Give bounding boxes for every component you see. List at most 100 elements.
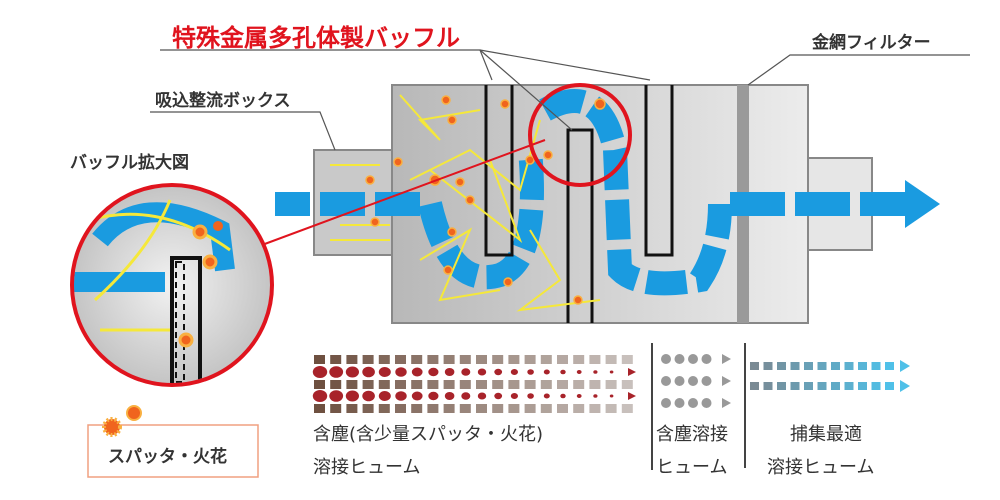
fume-particle (395, 404, 406, 413)
spatter-particle (411, 391, 423, 401)
dust-fume-particle (688, 354, 698, 364)
spark-icon (126, 405, 142, 421)
dust-fume-particle (688, 398, 698, 408)
clean-fume-particle (885, 362, 894, 370)
mid-fume-label-2: ヒューム (656, 457, 727, 478)
spatter-particle (329, 366, 344, 378)
fume-particle (589, 404, 601, 413)
spatter-particle (543, 393, 550, 399)
fume-particle (492, 355, 504, 364)
spatter-particle (312, 390, 328, 402)
fume-particle (411, 404, 423, 413)
fume-particle (540, 404, 552, 413)
clean-fume-particle (804, 362, 813, 370)
spatter-particle (593, 370, 598, 374)
clean-fume-label-2: 溶接ヒューム (767, 457, 874, 478)
zoom-focus-circle (528, 83, 632, 187)
spatter-particle (461, 368, 471, 376)
fume-particle (330, 380, 342, 389)
spatter-particle (527, 369, 534, 375)
flow-arrowhead (900, 360, 910, 372)
clean-fume-particle (790, 382, 800, 390)
fume-particle (508, 380, 520, 389)
fume-particle (524, 355, 536, 364)
fume-particle (557, 404, 568, 413)
clean-fume-particle (804, 382, 813, 390)
spatter-particle (362, 390, 375, 402)
magnified-view (70, 183, 274, 387)
zoom-link-line (261, 139, 546, 246)
spatter-particle (560, 369, 566, 375)
fume-particle (573, 404, 585, 413)
fume-particle (573, 355, 585, 364)
fume-particle (443, 404, 455, 413)
clean-fume-particle (885, 382, 894, 390)
baffle-label: 特殊金属多孔体製バッフル (172, 24, 460, 52)
spatter-particle (576, 394, 582, 398)
fume-particle (346, 404, 358, 413)
clean-fume-particle (844, 362, 854, 370)
fume-particle (492, 380, 504, 389)
flow-legend-marks (312, 354, 910, 413)
fume-particle (411, 355, 423, 364)
flow-arrowhead (900, 380, 910, 392)
fume-particle (524, 380, 536, 389)
clean-fume-particle (871, 362, 881, 370)
spatter-particle (527, 393, 534, 399)
fume-particle (314, 404, 325, 413)
fume-particle (621, 404, 633, 413)
clean-fume-particle (844, 382, 854, 390)
fume-particle (314, 380, 325, 389)
spatter-trajectories (330, 94, 601, 312)
clean-fume-particle (871, 382, 881, 390)
fume-particle (508, 404, 520, 413)
clean-fume-particle (777, 362, 786, 370)
fume-particle (459, 355, 471, 364)
fume-particle (378, 355, 390, 364)
fume-particle (427, 355, 439, 364)
clean-fume-particle (831, 362, 840, 370)
airflow (275, 89, 940, 296)
fume-particle (459, 380, 471, 389)
clean-fume-particle (763, 382, 773, 390)
fume-particle (621, 355, 633, 364)
dusty-fume-label-2: 溶接ヒューム (313, 457, 420, 478)
leader-lines (150, 49, 970, 151)
clean-fume-particle (858, 362, 867, 370)
fume-particle (540, 355, 552, 364)
fume-particle (346, 380, 358, 389)
dust-fume-particle (701, 376, 712, 386)
dust-fume-particle (674, 354, 685, 364)
clean-fume-label-1: 捕集最適 (790, 424, 862, 445)
dust-fume-particle (661, 376, 671, 386)
flow-arrowhead (722, 398, 731, 408)
fume-particle (621, 380, 633, 389)
spatter-particle (428, 367, 439, 377)
spatter-particle (395, 367, 407, 377)
flow-arrowhead (628, 368, 636, 376)
spatter-particle (428, 391, 439, 401)
fume-particle (314, 355, 325, 364)
dusty-fume-label-1: 含塵(含少量スパッタ・火花) (313, 424, 543, 445)
fume-particle (362, 404, 374, 413)
fume-particle (476, 380, 487, 389)
fume-particle (492, 404, 504, 413)
fume-particle (605, 355, 617, 364)
spatter-particle (477, 368, 487, 376)
spatter-particle (395, 391, 407, 401)
spatter-particle (345, 390, 359, 402)
spatter-particle (312, 366, 328, 378)
fume-particle (557, 355, 568, 364)
fume-particle (330, 355, 342, 364)
fume-particle (540, 380, 552, 389)
spatter-particle (477, 392, 487, 400)
fume-particle (362, 355, 374, 364)
spatter-particle (411, 367, 423, 377)
spatter-particle (329, 390, 344, 402)
clean-fume-particle (750, 382, 759, 390)
fume-particle (378, 404, 390, 413)
clean-fume-particle (817, 382, 827, 390)
fume-particle (605, 404, 617, 413)
spark-particles (365, 95, 606, 305)
